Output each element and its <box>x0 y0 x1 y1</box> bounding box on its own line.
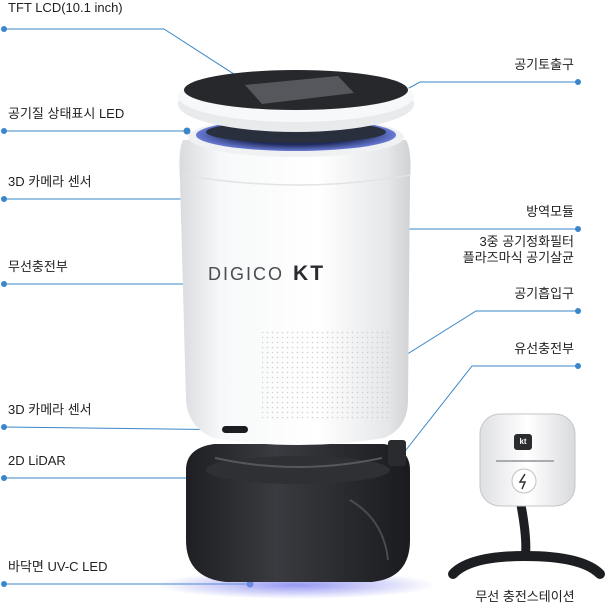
brand-digico: DIGICO <box>208 264 285 284</box>
station-logo-badge: kt <box>514 434 532 450</box>
robot-brand-logo: DIGICO KT <box>208 262 325 286</box>
label-tft-lcd: TFT LCD(10.1 inch) <box>8 0 123 15</box>
label-air-quality-led: 공기질 상태표시 LED <box>8 106 125 121</box>
label-triple-filter: 3중 공기정화필터 <box>479 234 574 249</box>
label-charging-station: 무선 충전스테이션 <box>475 589 575 604</box>
label-3d-camera-bottom: 3D 카메라 센서 <box>8 402 92 417</box>
station-logo-text: kt <box>519 437 527 446</box>
label-wireless-charging: 무선충전부 <box>8 259 68 274</box>
label-plasma-sterilize: 플라즈마식 공기살균 <box>462 250 574 265</box>
label-3d-camera-top: 3D 카메라 센서 <box>8 174 92 189</box>
brand-kt: KT <box>293 262 326 285</box>
label-2d-lidar: 2D LiDAR <box>8 453 66 468</box>
label-air-outlet: 공기토출구 <box>514 57 574 72</box>
label-uvc-led: 바닥면 UV-C LED <box>8 559 108 574</box>
label-module-title: 방역모듈 <box>526 204 574 219</box>
label-wired-charging: 유선충전부 <box>514 341 574 356</box>
label-air-inlet: 공기흡입구 <box>514 286 574 301</box>
